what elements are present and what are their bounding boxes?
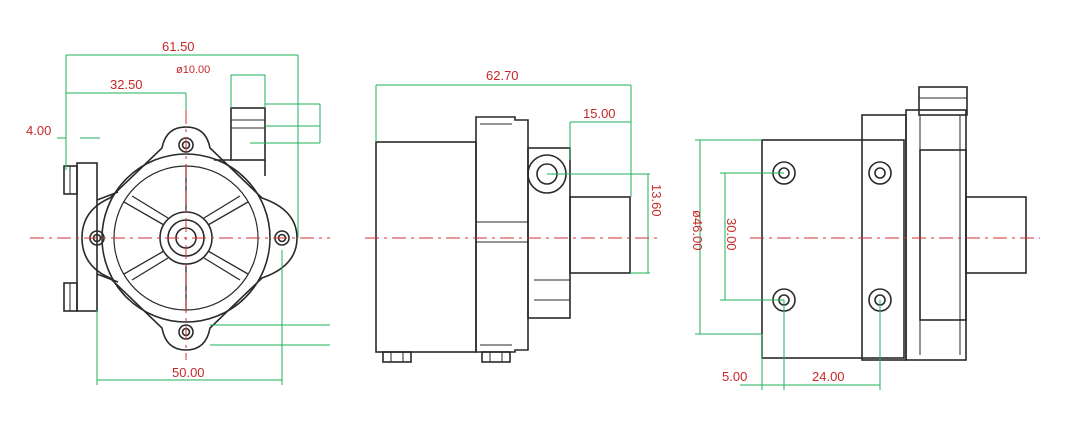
front-flange	[81, 126, 298, 351]
front-dim-flange-offset: 4.00	[26, 123, 51, 138]
back-outlet-tube	[918, 86, 968, 116]
side-dim-overall-length: 62.70	[486, 68, 519, 83]
front-dim-overall-width: 61.50	[162, 39, 195, 54]
side-view	[375, 116, 631, 363]
back-dim-body-diameter: ø46.00	[690, 210, 705, 250]
back-pump-head	[905, 109, 967, 361]
front-view	[63, 107, 298, 351]
front-bracket	[63, 162, 119, 312]
side-inlet-tube	[569, 196, 631, 274]
front-dim-center-offset: 32.50	[110, 77, 143, 92]
side-pump-head	[475, 116, 529, 353]
side-dim-outlet-length: 15.00	[583, 106, 616, 121]
side-feet	[382, 351, 511, 363]
side-dimension-lines	[375, 84, 650, 274]
side-motor-mount	[475, 221, 529, 243]
back-dim-hole-spacing-h: 24.00	[812, 369, 845, 384]
front-housing-outer	[101, 153, 271, 323]
front-dimension-lines	[57, 54, 330, 385]
side-motor-body	[375, 141, 477, 353]
back-motor-plate	[761, 139, 905, 359]
back-view	[761, 86, 1027, 361]
front-dim-port-diameter: ø10.00	[176, 64, 210, 76]
back-dim-hole-spacing-v: 30.00	[724, 218, 739, 251]
back-dim-edge-offset: 5.00	[722, 369, 747, 384]
back-dimension-lines	[695, 139, 881, 390]
front-dim-mount-spacing: 50.00	[172, 365, 205, 380]
side-dim-height-label: 13.60	[649, 184, 664, 217]
back-mount-holes	[772, 161, 892, 312]
back-inlet-tube	[965, 196, 1027, 274]
front-outlet-tube	[214, 107, 266, 176]
back-volute	[919, 149, 967, 321]
